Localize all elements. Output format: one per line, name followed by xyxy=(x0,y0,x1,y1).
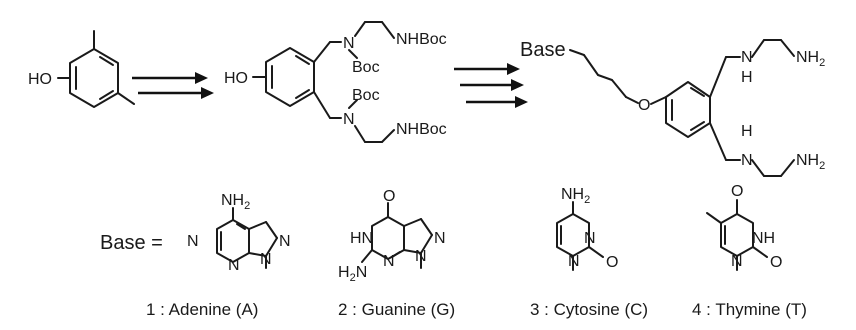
n-atom-top: N xyxy=(343,35,355,52)
thymine-structure: 4 : Thymine (T) xyxy=(692,199,807,319)
h-upper: H xyxy=(741,69,753,86)
adenine-n3: N xyxy=(228,257,240,274)
ho-label: HO xyxy=(28,71,52,88)
nh2-lower: NH2 xyxy=(796,152,825,172)
thymine-o-top: O xyxy=(731,183,743,200)
n-atom-bottom: N xyxy=(343,111,355,128)
guanine-caption: 2 : Guanine (G) xyxy=(338,300,455,319)
product-structure: Base O xyxy=(520,39,795,177)
nhboc-top: NHBoc xyxy=(396,31,447,48)
nh2-upper: NH2 xyxy=(796,49,825,69)
base-atom-labels: NH2 O HN H2N NH2 O O NH O xyxy=(221,183,782,284)
thymine-caption: 4 : Thymine (T) xyxy=(692,300,807,319)
base-equals-label: Base = xyxy=(100,232,163,254)
cytosine-structure: 3 : Cytosine (C) xyxy=(530,201,648,319)
ring-n-labels: N N N N N N N N N N xyxy=(187,230,743,274)
guanine-n9: N xyxy=(415,248,427,265)
guanine-n3: N xyxy=(383,253,395,270)
starting-phenol: HO xyxy=(28,30,135,108)
adenine-nh2: NH2 xyxy=(221,192,250,212)
guanine-hn: HN xyxy=(350,230,373,247)
cytosine-n1: N xyxy=(568,253,580,270)
reaction-arrows-2 xyxy=(454,63,528,108)
boc-bottom: Boc xyxy=(352,87,380,104)
boc-intermediate: HO N NHBoc Boc N Boc NHBoc xyxy=(224,21,447,143)
nh-lower: N xyxy=(741,152,753,169)
adenine-caption: 1 : Adenine (A) xyxy=(146,300,258,319)
ho-label-mid: HO xyxy=(224,70,248,87)
cytosine-caption: 3 : Cytosine (C) xyxy=(530,300,648,319)
base-chain-label: Base xyxy=(520,39,566,61)
adenine-structure: 1 : Adenine (A) xyxy=(146,207,278,319)
h-lower: H xyxy=(741,123,753,140)
thymine-nh: NH xyxy=(752,230,775,247)
cytosine-nh2: NH2 xyxy=(561,186,590,206)
adenine-n7: N xyxy=(279,233,291,250)
ether-o-label: O xyxy=(638,97,650,114)
guanine-n7: N xyxy=(434,230,446,247)
nhboc-bottom: NHBoc xyxy=(396,121,447,138)
nh-upper: N xyxy=(741,49,753,66)
adenine-n9: N xyxy=(260,251,272,268)
adenine-n1: N xyxy=(187,233,199,250)
thymine-n1: N xyxy=(731,253,743,270)
guanine-h2n: H2N xyxy=(338,264,367,284)
guanine-structure: 2 : Guanine (G) xyxy=(338,202,455,319)
boc-top: Boc xyxy=(352,59,380,76)
guanine-o: O xyxy=(383,188,395,205)
thymine-o-bottom: O xyxy=(770,254,782,271)
reaction-arrows-1 xyxy=(132,72,214,99)
cytosine-n3: N xyxy=(584,230,596,247)
cytosine-o: O xyxy=(606,254,618,271)
product-amine-labels: N H NH2 H N NH2 xyxy=(741,49,825,172)
